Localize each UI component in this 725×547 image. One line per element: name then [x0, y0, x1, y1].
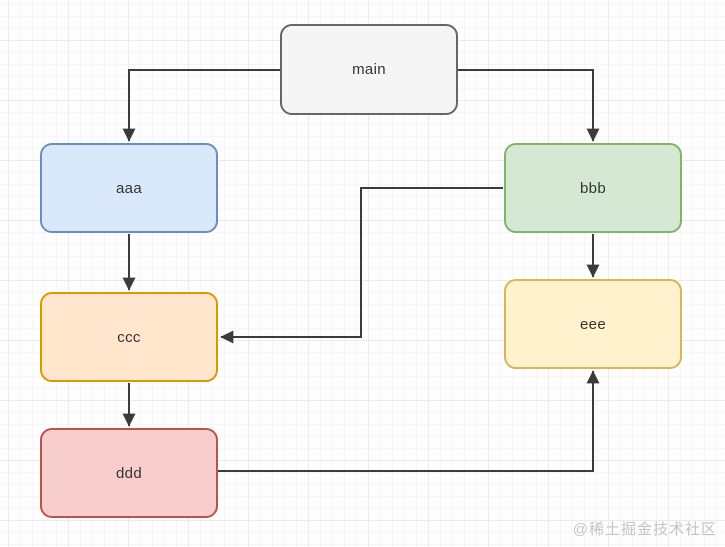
- edge-main-to-aaa: [122, 69, 280, 142]
- node-ccc: ccc: [40, 292, 218, 382]
- node-label-ccc: ccc: [117, 328, 141, 346]
- node-eee: eee: [504, 279, 682, 369]
- edge-bbb-to-ccc: [220, 187, 503, 344]
- watermark: @稀土掘金技术社区: [572, 521, 717, 538]
- node-main: main: [280, 24, 458, 115]
- node-ddd: ddd: [40, 428, 218, 518]
- edge-ddd-to-eee: [218, 370, 600, 472]
- node-bbb: bbb: [504, 143, 682, 233]
- node-label-aaa: aaa: [116, 179, 142, 197]
- node-label-ddd: ddd: [116, 464, 142, 482]
- node-aaa: aaa: [40, 143, 218, 233]
- edge-main-to-bbb: [458, 69, 600, 142]
- node-label-main: main: [352, 61, 386, 78]
- edges-group: [122, 69, 600, 472]
- node-label-eee: eee: [580, 315, 606, 333]
- node-label-bbb: bbb: [580, 179, 606, 197]
